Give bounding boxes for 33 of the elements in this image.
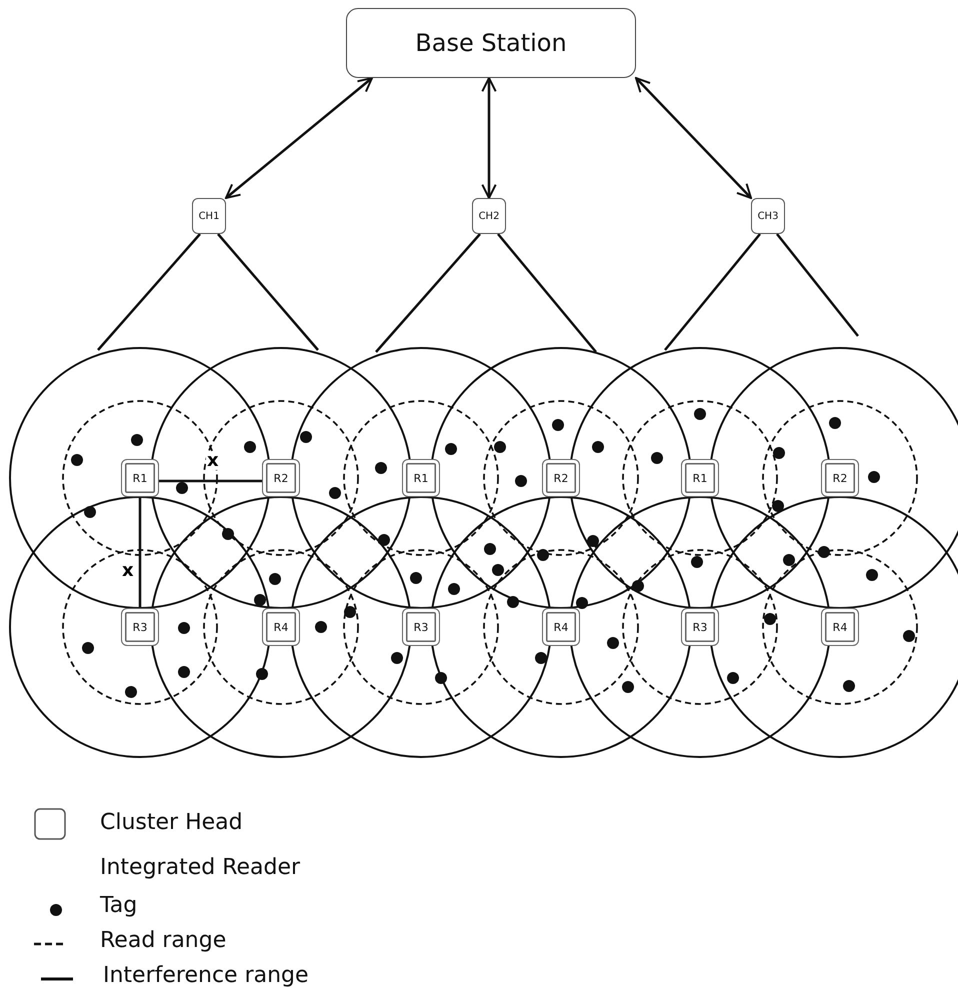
reader-box: R1 — [121, 459, 159, 497]
legend-text: Read range — [100, 928, 226, 953]
cluster-head-box: CH3 — [751, 198, 785, 234]
cluster-head-box: CH2 — [472, 198, 506, 234]
legend-text: Interference range — [103, 963, 309, 988]
reader-box: R3 — [121, 608, 159, 646]
legend-text: Tag — [100, 893, 138, 918]
reader-box: R3 — [402, 608, 440, 646]
double-arrow — [635, 77, 752, 199]
reader-box: R2 — [262, 459, 300, 497]
connector-line — [138, 497, 142, 608]
connector-line — [497, 233, 597, 353]
reader-box: R2 — [821, 459, 859, 497]
edge-label: x — [206, 452, 220, 470]
connector-line — [375, 233, 481, 353]
reader-box: R4 — [821, 608, 859, 646]
legend-text: Cluster Head — [100, 810, 243, 835]
connector-line — [97, 233, 201, 351]
connector-line — [217, 233, 319, 351]
reader-box: R1 — [681, 459, 719, 497]
connector-line — [664, 233, 761, 351]
connector-line — [776, 233, 859, 337]
base-station-box: Base Station — [346, 8, 636, 78]
reader-box: R4 — [262, 608, 300, 646]
connector-line — [159, 480, 262, 482]
reader-box: R4 — [542, 608, 580, 646]
reader-box: R1 — [402, 459, 440, 497]
reader-box: R2 — [542, 459, 580, 497]
double-arrow — [225, 77, 373, 199]
legend-text: Integrated Reader — [100, 855, 300, 880]
double-arrow — [481, 77, 497, 199]
cluster-head-box: CH1 — [192, 198, 226, 234]
reader-box: R3 — [681, 608, 719, 646]
